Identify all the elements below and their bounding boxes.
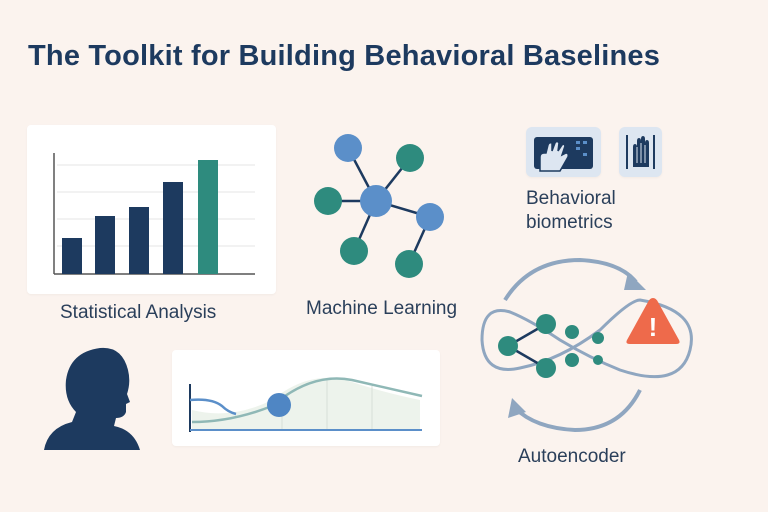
timeline-chart-icon	[189, 377, 423, 432]
person-silhouette-icon	[44, 347, 140, 450]
node-center	[360, 185, 392, 217]
bar-chart-icon	[53, 153, 255, 275]
timeline-marker	[267, 393, 291, 417]
keyboard-hand-tile	[526, 127, 601, 177]
bar-4	[163, 182, 183, 274]
statistical-analysis-label: Statistical Analysis	[60, 302, 217, 323]
warning-triangle-icon: !	[626, 298, 680, 344]
node-bottom-left	[340, 237, 368, 265]
node-top-right	[396, 144, 424, 172]
bar-3	[129, 207, 149, 274]
palm-scan-icon	[626, 135, 655, 169]
timeline-card	[172, 350, 440, 446]
machine-learning-label: Machine Learning	[306, 298, 458, 319]
statistical-analysis-card	[27, 125, 276, 294]
autoencoder-label: Autoencoder	[518, 446, 626, 467]
bar-5	[198, 160, 218, 274]
bar-2	[95, 216, 115, 274]
node-left	[314, 187, 342, 215]
keyboard-hand-icon	[534, 137, 593, 172]
node-top-left	[334, 134, 362, 162]
behavioral-biometrics-label-line2: biometrics	[526, 212, 613, 233]
bar-1	[62, 238, 82, 274]
page-title: The Toolkit for Building Behavioral Base…	[28, 40, 661, 72]
behavioral-biometrics-label-line1: Behavioral	[526, 188, 616, 209]
node-bottom-right	[395, 250, 423, 278]
node-right	[416, 203, 444, 231]
warning-mark: !	[649, 312, 658, 342]
palm-scan-tile	[619, 127, 662, 177]
